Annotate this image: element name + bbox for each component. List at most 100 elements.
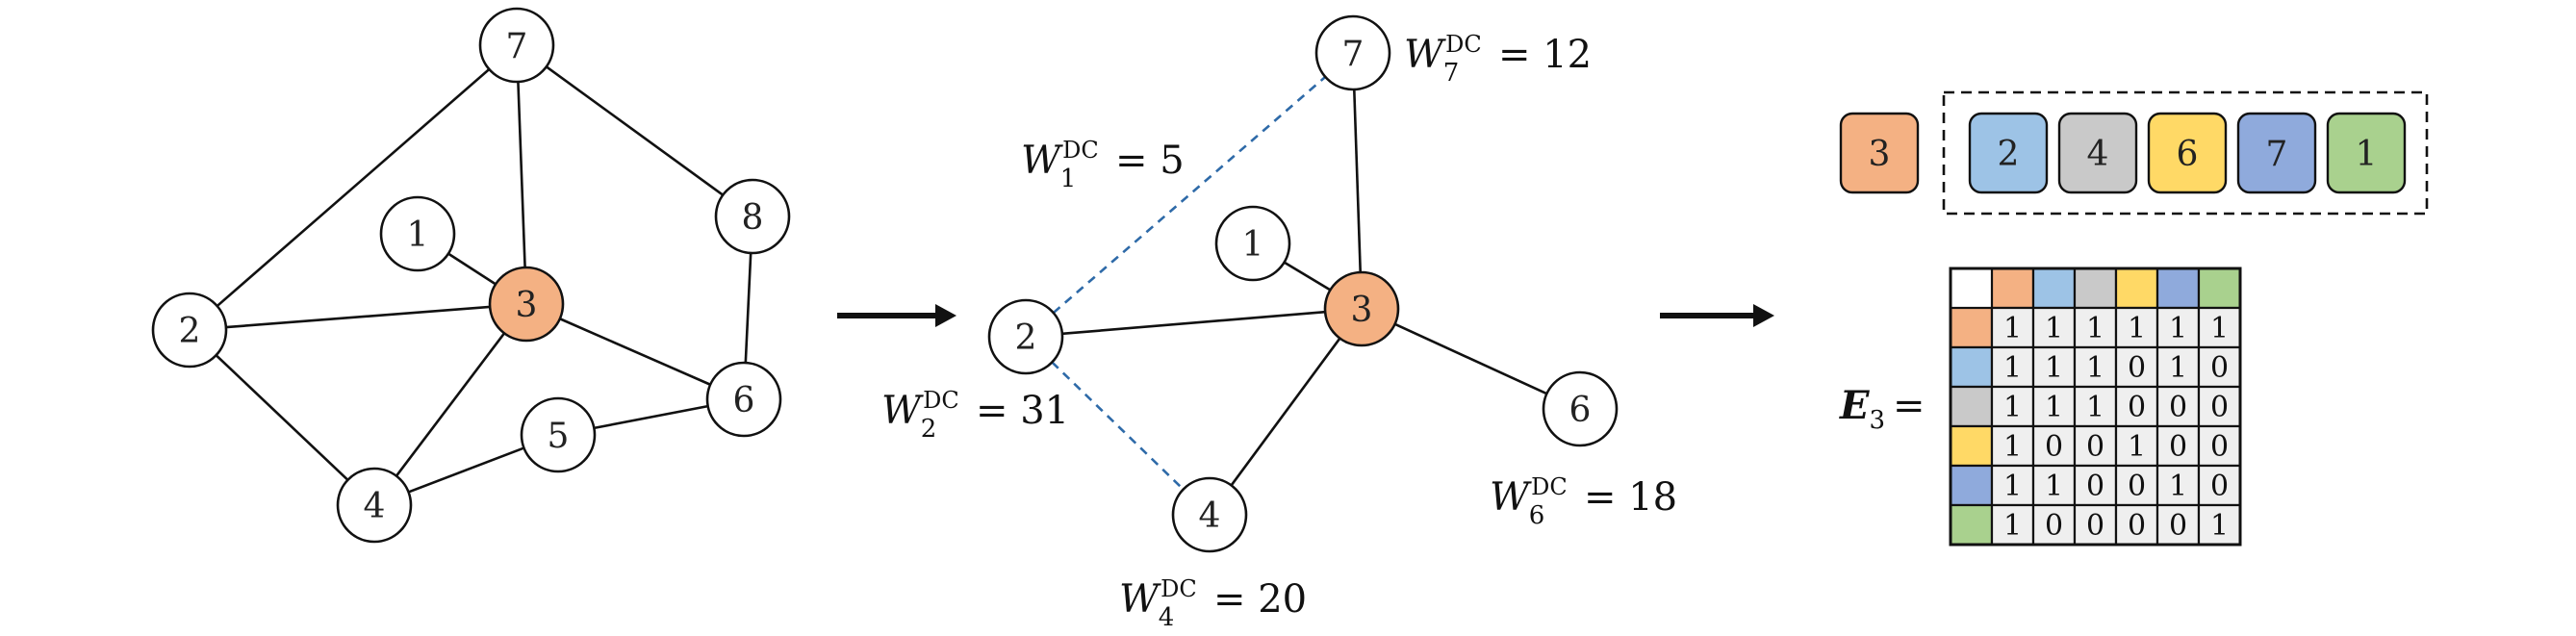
graph-node-4: 4 (336, 467, 413, 544)
sequence-label: 7 (2266, 135, 2288, 174)
graph-node-3: 3 (1323, 270, 1400, 347)
node-circle (478, 7, 555, 84)
matrix-cell-value: 1 (2086, 391, 2104, 424)
matrix-cell-value: 0 (2128, 351, 2146, 385)
node-circle (379, 195, 456, 272)
matrix-label: E3= (1839, 383, 1926, 435)
node-circle (1214, 205, 1291, 282)
matrix-cell (2197, 306, 2242, 349)
matrix-cell (2031, 503, 2077, 547)
graph-node-6: 6 (705, 361, 782, 438)
matrix-cell (2197, 424, 2242, 468)
sequence-label: 1 (2356, 135, 2378, 174)
matrix-col-header-4 (2155, 267, 2201, 310)
matrix-cell (2114, 385, 2159, 428)
matrix-cell-value: 1 (2086, 351, 2104, 385)
matrix-cell-value: 1 (2169, 470, 2187, 503)
edge-5-6 (594, 404, 708, 430)
edge-1-3 (447, 252, 497, 286)
matrix-col-header-5 (2197, 267, 2242, 310)
matrix-cell-value: 1 (2003, 391, 2022, 424)
matrix-cell-value: 1 (2045, 470, 2063, 503)
matrix-cell (2114, 424, 2159, 468)
sequence-box (1968, 112, 2049, 194)
graph-node-7: 7 (478, 7, 555, 84)
graph-node-6: 6 (1542, 370, 1619, 447)
matrix-cell-value: 0 (2045, 430, 2063, 464)
matrix-cell-value: 1 (2003, 470, 2022, 503)
node-circle (336, 467, 413, 544)
matrix-cell-value: 0 (2086, 470, 2104, 503)
matrix-cell-value: 0 (2169, 509, 2187, 543)
sequence-box (1839, 112, 1920, 194)
node-label: 4 (1199, 496, 1221, 536)
graph-node-8: 8 (714, 178, 791, 255)
node-label: 2 (179, 312, 201, 351)
node-circle (1542, 370, 1619, 447)
matrix-cell-value: 0 (2210, 430, 2229, 464)
edge-7-8 (545, 65, 725, 196)
matrix-cell (1990, 385, 2035, 428)
node-label: 1 (1242, 225, 1264, 265)
edge-2-7 (216, 67, 491, 308)
sequence-box (2057, 112, 2138, 194)
node-label: 1 (407, 216, 429, 255)
sequence-label: 3 (1869, 135, 1891, 174)
matrix-cell-value: 0 (2210, 470, 2229, 503)
center-node-box: 3 (1839, 112, 1920, 194)
neighbor-box-1: 1 (2326, 112, 2407, 194)
node-circle (151, 292, 228, 369)
transition-arrow-1 (837, 304, 956, 327)
matrix-cell-value: 1 (2003, 351, 2022, 385)
matrix-row-header-5 (1949, 503, 1994, 547)
node-label: 4 (364, 487, 386, 526)
graph-node-7: 7 (1314, 14, 1391, 91)
edge-7-3 (1352, 89, 1363, 273)
matrix-cell (2197, 345, 2242, 389)
node-circle (987, 298, 1064, 375)
node-label: 7 (1342, 35, 1365, 74)
matrix-cell (2114, 503, 2159, 547)
matrix-cell-value: 1 (2086, 312, 2104, 345)
matrix-cell-value: 1 (2003, 430, 2022, 464)
edge-3-6 (1394, 322, 1547, 395)
neighbor-box-2: 2 (1968, 112, 2049, 194)
edge-4-3 (395, 332, 506, 477)
matrix-cell-value: 1 (2045, 312, 2063, 345)
matrix-cell-value: 0 (2128, 391, 2146, 424)
matrix-cell-value: 0 (2045, 509, 2063, 543)
node-circle (705, 361, 782, 438)
graph-node-1: 1 (1214, 205, 1291, 282)
graph-node-4: 4 (1171, 476, 1248, 553)
graph-node-1: 1 (379, 195, 456, 272)
matrix-cell (2114, 345, 2159, 389)
edge-4-5 (408, 446, 524, 494)
matrix-cell-value: 0 (2169, 391, 2187, 424)
sequence-box (2326, 112, 2407, 194)
matrix-cell-value: 1 (2169, 351, 2187, 385)
node-circle (714, 178, 791, 255)
matrix-col-header-0 (1990, 267, 2035, 310)
neighbor-box-4: 4 (2057, 112, 2138, 194)
matrix-border (1949, 267, 2242, 547)
node-label: 8 (742, 198, 764, 238)
edge-2-3 (225, 305, 491, 329)
dashed-edge-2-7 (1052, 75, 1327, 315)
node-label: 3 (516, 286, 538, 325)
matrix-cell-value: 1 (2045, 391, 2063, 424)
graph-node-2: 2 (987, 298, 1064, 375)
sequence-label: 2 (1998, 135, 2020, 174)
neighbor-box-7: 7 (2236, 112, 2317, 194)
matrix-cell-value: 0 (2086, 509, 2104, 543)
matrix-cell-value: 1 (2169, 312, 2187, 345)
dashed-edge-2-4 (1051, 361, 1185, 491)
edge-2-4 (215, 354, 349, 481)
matrix-cell-value: 1 (2128, 312, 2146, 345)
